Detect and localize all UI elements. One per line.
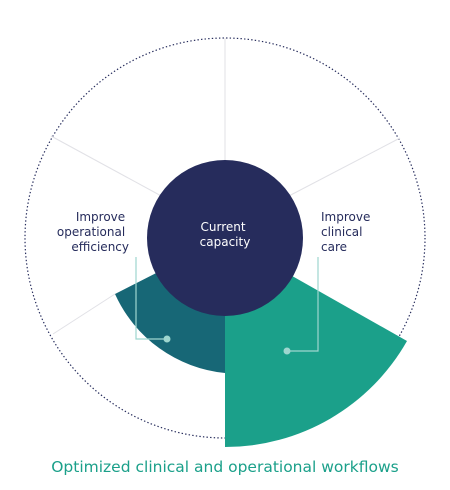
center-label: Current capacity <box>200 220 251 249</box>
clinical-care-label: Improve clinical care <box>321 210 374 254</box>
left-label-line-3: efficiency <box>71 240 129 254</box>
operational-efficiency-label: Improve operational efficiency <box>57 210 129 254</box>
left-label-line-2: operational <box>57 225 125 239</box>
center-label-line-1: Current <box>201 220 246 234</box>
caption: Optimized clinical and operational workf… <box>51 458 399 476</box>
divider-line-upper-right <box>284 137 401 199</box>
left-connector-line <box>135 257 167 340</box>
segment-dividers <box>50 38 401 335</box>
right-label-line-1: Improve <box>321 210 370 224</box>
left-label-line-1: Improve <box>76 210 125 224</box>
divider-line-upper-left <box>50 135 166 199</box>
center-label-line-2: capacity <box>200 235 251 249</box>
right-label-line-3: care <box>321 240 347 254</box>
left-connector-dot <box>163 335 171 343</box>
current-capacity-circle <box>147 160 303 316</box>
right-label-line-2: clinical <box>321 225 363 239</box>
right-connector-line <box>287 257 319 352</box>
divider-line-lower-left <box>52 293 116 335</box>
right-connector-dot <box>283 347 291 355</box>
